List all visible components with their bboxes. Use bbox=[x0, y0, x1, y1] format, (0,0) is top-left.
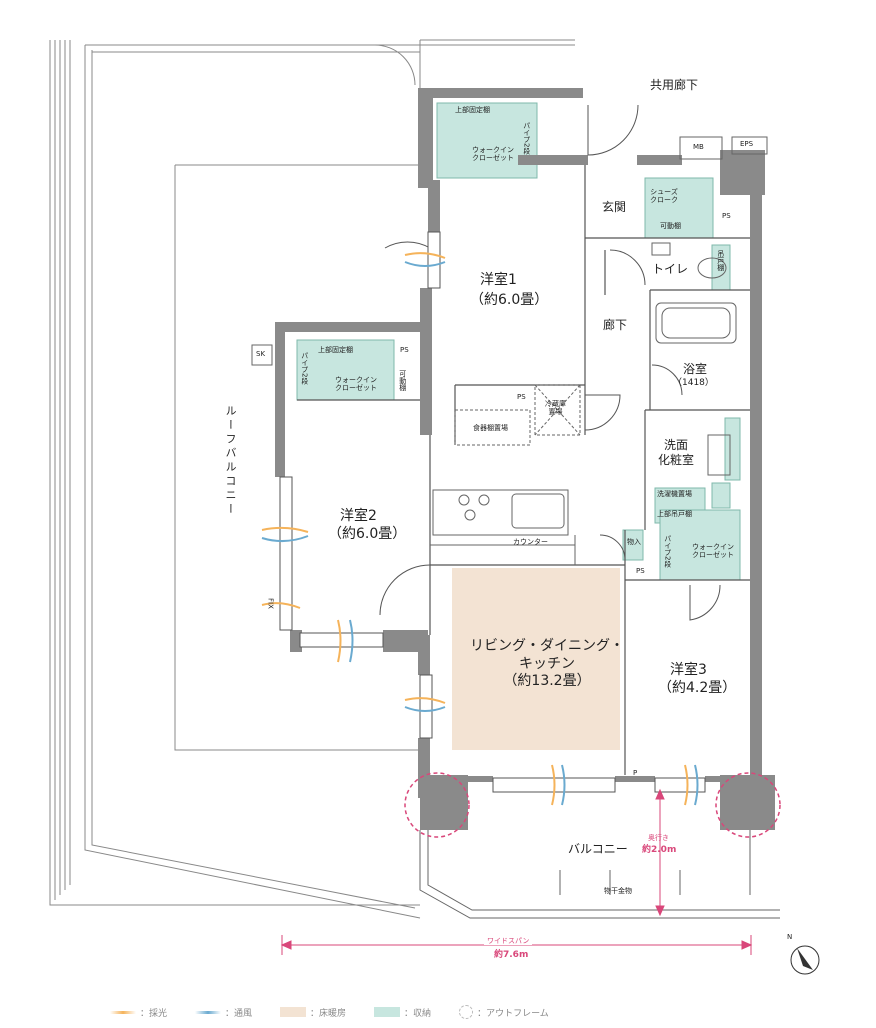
dimension-lines bbox=[280, 788, 753, 955]
corridor-label: 廊下 bbox=[603, 318, 628, 332]
sk-label: SK bbox=[256, 350, 266, 358]
legend: ：採光 ：通風 ：床暖房 ：収納 ：アウトフレーム bbox=[110, 1005, 571, 1019]
entrance-label: 玄関 bbox=[602, 200, 627, 214]
dish-rack-label: 食器棚置場 bbox=[473, 424, 508, 432]
roof-balcony-label: ルーフバルコニー bbox=[224, 405, 237, 517]
legend-floor-heating: ：床暖房 bbox=[280, 1006, 346, 1019]
ps-3-label: PS bbox=[636, 567, 645, 575]
western3-name: 洋室3 bbox=[670, 662, 707, 678]
light-swatch-icon bbox=[110, 1010, 136, 1014]
wic-1-label: ウォークイン クローゼット bbox=[472, 146, 514, 163]
wic-3-label: ウォークイン クローゼット bbox=[692, 543, 734, 560]
legend-outframe: ：アウトフレーム bbox=[459, 1005, 549, 1019]
dryer-label: 物干金物 bbox=[604, 887, 632, 895]
bath-size: （1418） bbox=[673, 378, 714, 388]
mb-label: MB bbox=[693, 143, 704, 151]
ps-4-label: PS bbox=[400, 346, 409, 354]
depth-value: 約2.0m bbox=[642, 845, 677, 855]
storage-label: 物入 bbox=[627, 538, 641, 546]
storage-areas bbox=[296, 102, 741, 581]
roof-balcony-outline bbox=[49, 39, 575, 919]
western3-size: （約4.2畳） bbox=[658, 680, 737, 696]
floor-heating-swatch-icon bbox=[280, 1007, 307, 1017]
legend-light: ：採光 bbox=[110, 1006, 167, 1019]
light-air-indicators bbox=[261, 252, 699, 806]
floor-heating-area bbox=[452, 568, 620, 750]
pipe-1-label: パイプ2段 bbox=[522, 122, 531, 155]
movable-shelf-2-label: 可動棚 bbox=[398, 370, 407, 391]
ldk-label: リビング・ダイニング・ キッチン （約13.2畳） bbox=[470, 638, 624, 689]
legend-storage: ：収納 bbox=[374, 1006, 431, 1019]
fridge-label: 冷蔵庫 置場 bbox=[545, 400, 566, 417]
eps-label: EPS bbox=[740, 140, 754, 148]
hanging-shelf-label: 吊戸棚 bbox=[716, 250, 725, 271]
wic-2-label: ウォークイン クローゼット bbox=[335, 376, 377, 393]
legend-air: ：通風 bbox=[195, 1006, 252, 1019]
fixtures bbox=[251, 136, 780, 919]
depth-label: 奥行き bbox=[648, 834, 669, 842]
doors bbox=[379, 104, 721, 621]
p-label: P bbox=[633, 769, 638, 777]
outframe-markers bbox=[404, 772, 781, 838]
pipe-2-label: パイプ2段 bbox=[300, 352, 309, 385]
north-label: N bbox=[787, 933, 793, 941]
upper-cabinet-label: 上部吊戸棚 bbox=[657, 510, 692, 518]
toilet-label: トイレ bbox=[652, 262, 689, 276]
air-swatch-icon bbox=[195, 1010, 222, 1014]
wide-span-label: ワイドスパン bbox=[484, 937, 533, 946]
fix-label: FIX bbox=[266, 598, 275, 609]
western1-size: （約6.0畳） bbox=[470, 292, 549, 308]
movable-shelf-1-label: 可動棚 bbox=[660, 222, 681, 230]
upper-fixed-shelf-2-label: 上部固定棚 bbox=[318, 346, 353, 354]
partitions bbox=[284, 165, 750, 775]
western1-name: 洋室1 bbox=[480, 272, 517, 288]
western2-name: 洋室2 bbox=[340, 508, 377, 524]
north-arrow-icon bbox=[790, 945, 820, 975]
pipe-3-label: パイプ2段 bbox=[663, 535, 672, 568]
wide-span-value: 約7.6m bbox=[494, 950, 529, 960]
shoe-closet-label: シューズ クローク bbox=[650, 188, 678, 205]
outframe-swatch-icon bbox=[459, 1005, 474, 1019]
laundry-label: 洗濯機置場 bbox=[657, 490, 692, 498]
storage-swatch-icon bbox=[374, 1007, 401, 1017]
bath-name: 浴室 bbox=[683, 362, 708, 376]
common-corridor-label: 共用廊下 bbox=[650, 78, 699, 92]
ps-1-label: PS bbox=[722, 212, 731, 220]
upper-fixed-shelf-1-label: 上部固定棚 bbox=[455, 106, 490, 114]
washroom-label: 洗面 化粧室 bbox=[658, 438, 695, 467]
western2-size: （約6.0畳） bbox=[328, 526, 407, 542]
counter-label: カウンター bbox=[513, 538, 548, 546]
balcony-label: バルコニー bbox=[568, 842, 628, 856]
ps-2-label: PS bbox=[517, 393, 526, 401]
walls bbox=[275, 88, 775, 830]
